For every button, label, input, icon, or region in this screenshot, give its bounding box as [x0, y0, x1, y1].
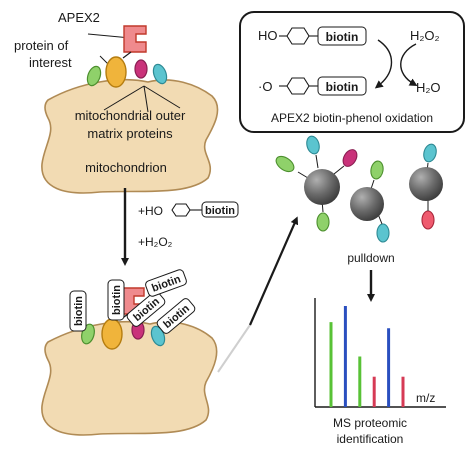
bead-3	[409, 143, 443, 230]
teal-protein	[150, 325, 166, 347]
reaction-biotin-box-2	[317, 76, 367, 96]
step-biotin-box	[201, 201, 239, 218]
transfer-arrow-shaft	[217, 324, 251, 373]
reaction-biotin-label-2: biotin	[326, 80, 359, 94]
magenta-protein	[134, 59, 148, 79]
biotin-tag: biotin	[145, 269, 187, 297]
reaction-box	[239, 11, 465, 133]
mz-axis-label: m/z	[416, 391, 435, 405]
bead-1	[275, 135, 358, 232]
step-h2o2-label: +H₂O₂	[138, 235, 173, 249]
matrix-proteins-label-line1: mitochondrial outer	[75, 108, 186, 123]
teal-protein	[152, 63, 168, 85]
biotin-tag: biotin	[69, 290, 87, 332]
protein-of-interest-label-line1: protein of	[14, 38, 69, 53]
h2o2-label: H₂O₂	[410, 28, 440, 43]
protein-of-interest	[105, 56, 127, 88]
svg-text:biotin: biotin	[73, 296, 85, 326]
mitochondrion-bottom	[41, 287, 218, 436]
h2o-label: H₂O	[416, 80, 441, 95]
mass-spectrum	[314, 298, 446, 408]
pulldown-label: pulldown	[347, 251, 394, 265]
peroxide-arrow	[400, 43, 418, 86]
mitochondrion-membrane	[41, 78, 219, 194]
bead-2	[350, 160, 390, 243]
reaction-caption: APEX2 biotin-phenol oxidation	[271, 111, 433, 125]
phenoxyl-ring-icon	[279, 77, 318, 95]
mitochondrion-label: mitochondrion	[85, 160, 167, 175]
mitochondrion-top	[41, 25, 219, 194]
transfer-arrow	[248, 216, 299, 326]
protein-of-interest	[101, 318, 123, 350]
reaction-ho-label: HO	[258, 28, 278, 43]
biotin-tag: biotin	[126, 291, 166, 327]
reaction-arrow	[374, 39, 393, 89]
apex2-enzyme	[123, 25, 147, 53]
reaction-radical-label: ·O	[258, 79, 272, 94]
biotin-tag: biotin	[107, 279, 125, 321]
step-phenol-ring-icon	[171, 203, 202, 217]
reaction-biotin-box	[317, 26, 367, 46]
mitochondrion-membrane-bottom	[41, 320, 218, 436]
spectrum-peaks	[329, 306, 405, 407]
ms-caption-line2: identification	[337, 432, 404, 446]
protein-of-interest-label-line2: interest	[29, 55, 72, 70]
apex2-label: APEX2	[58, 10, 100, 25]
reaction-biotin-label: biotin	[326, 30, 359, 44]
phenol-ring-icon	[279, 27, 318, 45]
green-protein	[86, 65, 102, 87]
step-biotin-label: biotin	[205, 205, 235, 217]
step-ho-label: +HO	[138, 204, 163, 218]
ms-caption-line1: MS proteomic	[333, 416, 407, 430]
svg-text:biotin: biotin	[111, 285, 123, 315]
matrix-proteins-label-line2: matrix proteins	[87, 126, 173, 141]
